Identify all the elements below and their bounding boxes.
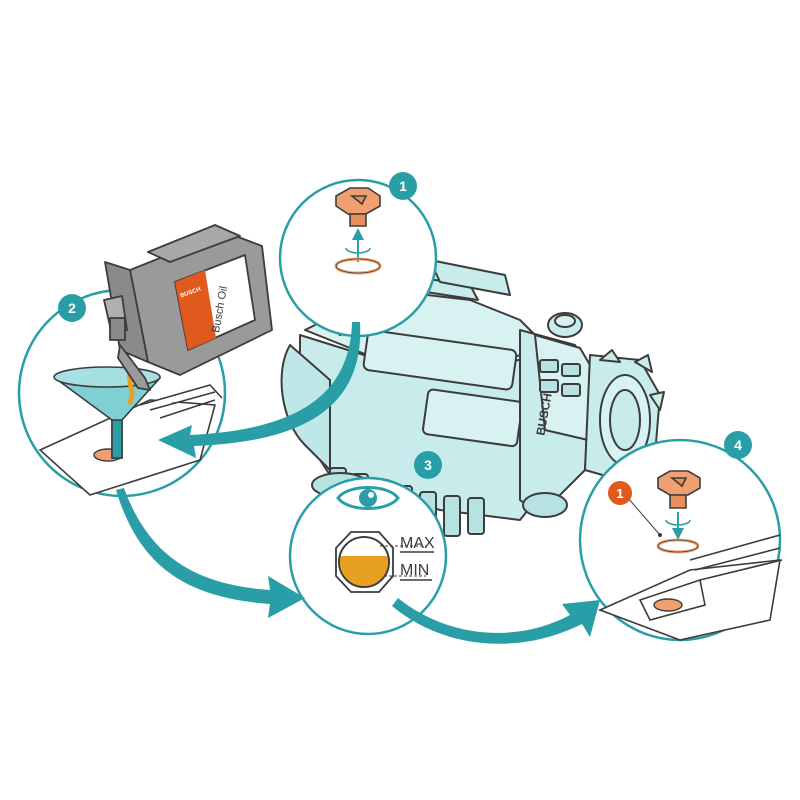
step-4-callout-badge: [608, 481, 632, 505]
oil-canister: [103, 224, 273, 391]
pump-panel-upper: [362, 329, 518, 391]
oil-sight-glass: [335, 531, 394, 593]
arrow-step2-to-step3: [116, 488, 305, 618]
step-1-panel: 1: [278, 172, 438, 338]
step-1-badge: [389, 172, 417, 200]
step-3-panel: MAX MIN 3: [288, 451, 448, 636]
step-3-badge: [414, 451, 442, 479]
oil-fill-plug-icon: [335, 187, 381, 227]
step-3-number: 3: [424, 457, 432, 473]
fill-opening-4: [653, 598, 683, 612]
eye-icon: [336, 486, 400, 510]
arrow-step1-to-step2: [158, 322, 361, 458]
level-min-label: MIN: [400, 562, 429, 579]
step-4-number: 4: [734, 437, 742, 453]
oil-fill-plug-icon-4: [657, 470, 701, 509]
level-max-label: MAX: [400, 535, 435, 552]
pump-top-detail-4: [597, 534, 783, 641]
step-4-panel: 1 4: [578, 431, 783, 642]
step-2-badge: [58, 294, 86, 322]
flow-arrows: [116, 322, 600, 644]
pump-top-detail: [38, 384, 223, 496]
pump-foot-right: [522, 492, 568, 518]
step-4-badge: [724, 431, 752, 459]
step-2-number: 2: [68, 300, 76, 316]
step-4-callout-number: 1: [616, 486, 623, 501]
arrow-step3-to-step4: [392, 598, 600, 644]
step-1-number: 1: [399, 178, 407, 194]
